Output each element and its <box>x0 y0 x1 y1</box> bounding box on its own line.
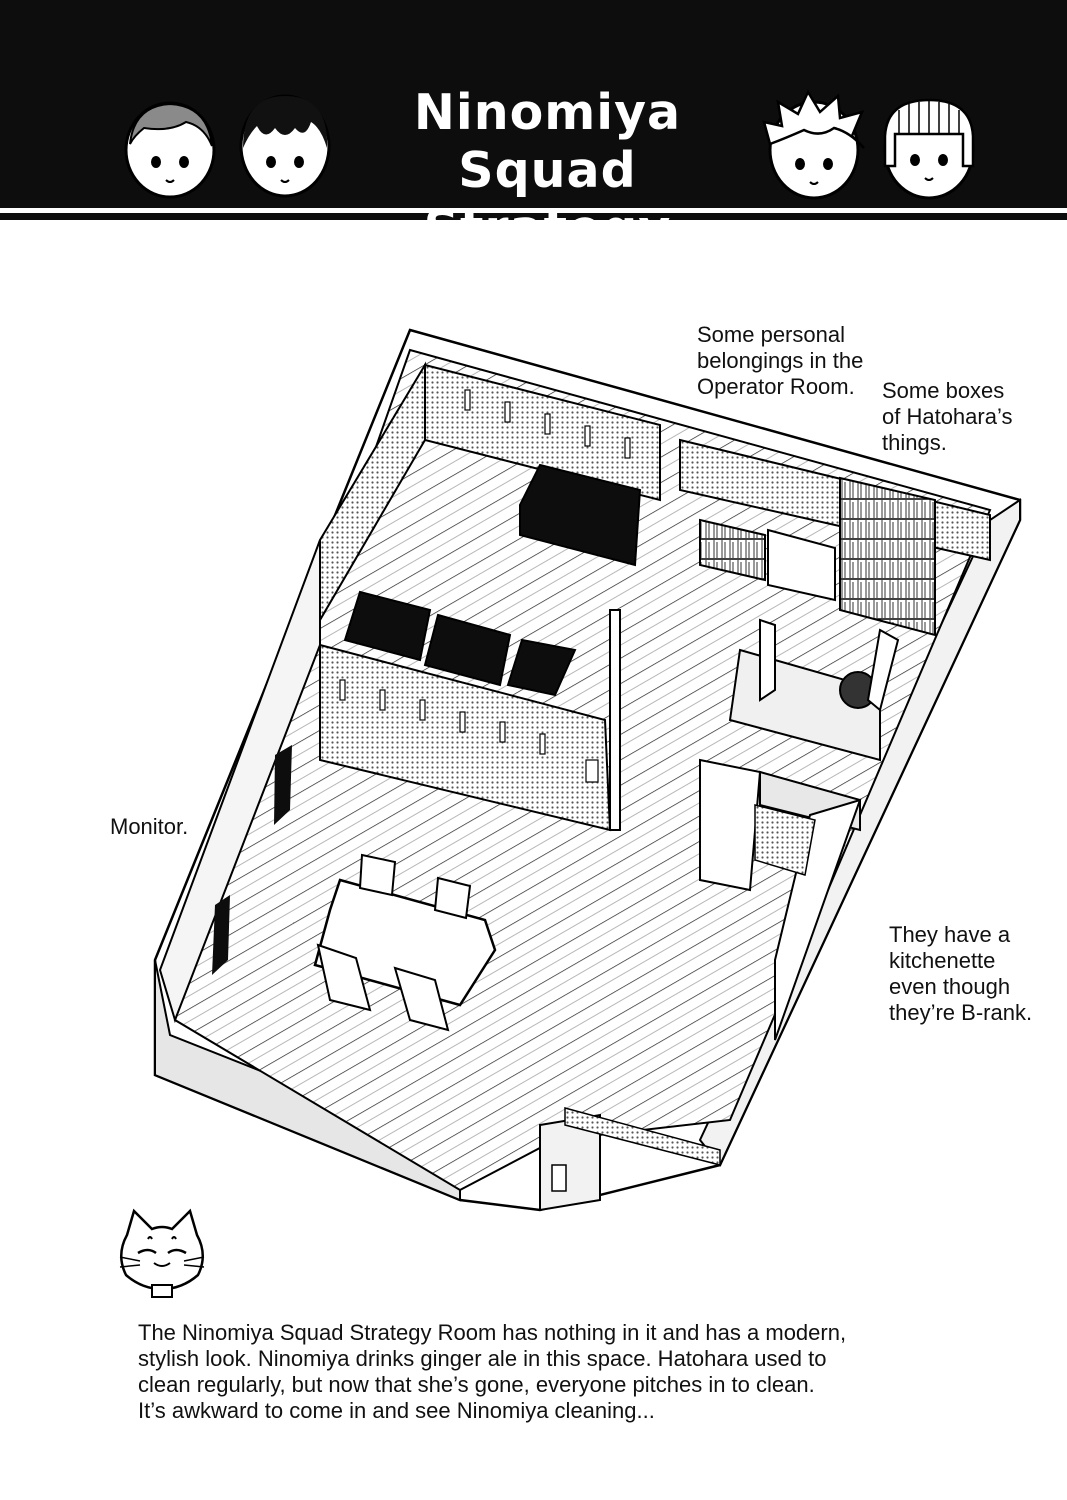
character-portrait-icon <box>883 98 975 200</box>
note-kitchenette: They have a kitchenette even though they… <box>889 922 1032 1026</box>
banner-rule-black <box>0 213 1067 220</box>
caption-line: It’s awkward to come in and see Ninomiya… <box>138 1398 655 1423</box>
note-line: even though <box>889 974 1011 999</box>
character-portrait-icon <box>239 94 331 198</box>
note-line: kitchenette <box>889 948 996 973</box>
character-portrait-icon <box>124 101 216 199</box>
caption-text: The Ninomiya Squad Strategy Room has not… <box>138 1320 918 1424</box>
note-line: belongings in the <box>697 348 864 373</box>
note-line: of Hatohara’s <box>882 404 1013 429</box>
note-line: things. <box>882 430 947 455</box>
page-title: Ninomiya Squad Strategy Room <box>335 84 760 316</box>
character-portrait-icon <box>762 89 865 200</box>
banner-rule-white <box>0 208 1067 213</box>
note-line: They have a <box>889 922 1011 947</box>
note-boxes: Some boxes of Hatohara’s things. <box>882 378 1012 456</box>
sofas <box>343 463 642 697</box>
note-monitor: Monitor. <box>110 814 188 840</box>
note-line: Operator Room. <box>697 374 855 399</box>
kitchenette <box>699 758 862 1041</box>
note-line: Some boxes <box>882 378 1005 403</box>
caption-line: stylish look. Ninomiya drinks ginger ale… <box>138 1346 827 1371</box>
caption-line: clean regularly, but now that she’s gone… <box>138 1372 815 1397</box>
caption-line: The Ninomiya Squad Strategy Room has not… <box>138 1320 847 1345</box>
operator-room-furniture <box>699 476 936 762</box>
note-personal-belongings: Some personal belongings in the Operator… <box>697 322 863 400</box>
monitor-wall <box>158 539 321 1024</box>
page-title-line2: Strategy Room <box>423 200 672 315</box>
entrance-wall <box>539 1107 721 1212</box>
note-line: Monitor. <box>110 814 189 839</box>
cat-mascot-icon <box>119 1208 205 1298</box>
note-line: Some personal <box>697 322 845 347</box>
dining-table <box>313 853 497 1032</box>
note-line: they’re B-rank. <box>889 1000 1033 1025</box>
page-title-line1: Ninomiya Squad <box>413 84 682 199</box>
